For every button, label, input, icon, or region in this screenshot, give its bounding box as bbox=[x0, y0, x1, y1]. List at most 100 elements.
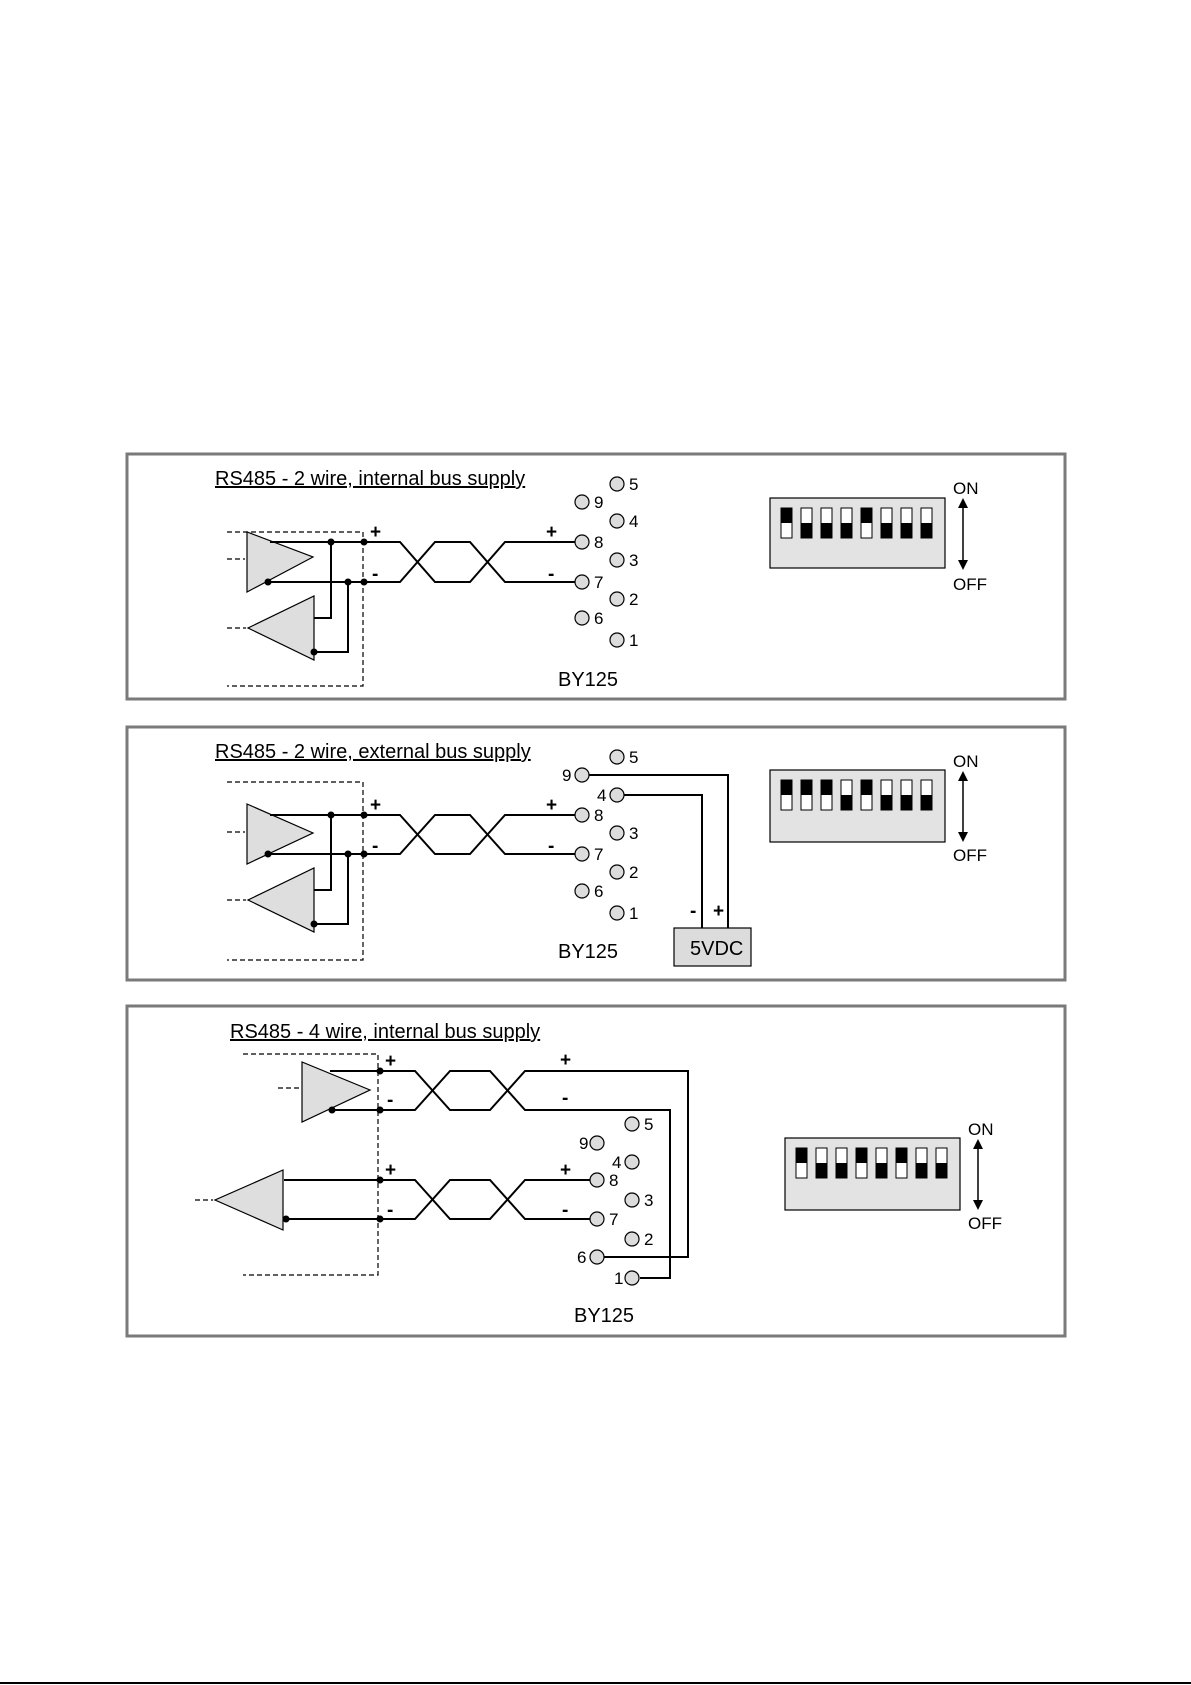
device-label: BY125 bbox=[558, 941, 618, 963]
dip-off-label: OFF bbox=[953, 575, 987, 594]
pin-label: 1 bbox=[629, 631, 638, 650]
power-supply-label: 5VDC bbox=[690, 938, 743, 960]
pin-4 bbox=[610, 788, 624, 802]
dip-switch-8-knob bbox=[921, 523, 932, 538]
dip-switch bbox=[785, 1138, 960, 1210]
pin-5 bbox=[610, 477, 624, 491]
panel-title: RS485 - 4 wire, internal bus supply bbox=[230, 1021, 540, 1043]
dip-on-label: ON bbox=[968, 1120, 994, 1139]
plus-sign: + bbox=[546, 795, 557, 816]
pin-1 bbox=[610, 906, 624, 920]
plus-sign: + bbox=[370, 795, 381, 816]
device-label: BY125 bbox=[574, 1305, 634, 1327]
dip-switch-8-knob bbox=[936, 1163, 947, 1178]
pin-label: 9 bbox=[594, 493, 603, 512]
device-label: BY125 bbox=[558, 669, 618, 691]
pin-label: 1 bbox=[629, 904, 638, 923]
dip-switch-5-knob bbox=[861, 508, 872, 523]
dip-switch-8-knob bbox=[921, 795, 932, 810]
pin-9 bbox=[575, 495, 589, 509]
minus-sign: - bbox=[548, 836, 554, 857]
dip-switch-body bbox=[770, 498, 945, 568]
minus-sign: - bbox=[372, 564, 378, 585]
pin-label: 9 bbox=[579, 1134, 588, 1153]
panel-title: RS485 - 2 wire, external bus supply bbox=[215, 741, 531, 763]
dip-switch-1-knob bbox=[796, 1148, 807, 1163]
pin-8 bbox=[575, 535, 589, 549]
pin-label: 5 bbox=[644, 1115, 653, 1134]
pin-label: 5 bbox=[629, 475, 638, 494]
dip-switch-1-knob bbox=[781, 508, 792, 523]
minus-sign: - bbox=[387, 1200, 393, 1221]
dip-switch bbox=[770, 770, 945, 842]
pin-8 bbox=[575, 808, 589, 822]
panel-2wire-external: RS485 - 2 wire, external bus supply + - … bbox=[127, 727, 1065, 980]
dip-switch-5-knob bbox=[861, 780, 872, 795]
pin-2 bbox=[610, 865, 624, 879]
dip-switch-6-knob bbox=[881, 523, 892, 538]
pin-label: 7 bbox=[594, 845, 603, 864]
dip-switch-4-knob bbox=[841, 523, 852, 538]
dip-switch-2-knob bbox=[801, 780, 812, 795]
pin-7 bbox=[575, 575, 589, 589]
dip-switch-6-knob bbox=[896, 1148, 907, 1163]
panel-2wire-internal: RS485 - 2 wire, internal bus supply + - … bbox=[127, 454, 1065, 699]
plus-sign: + bbox=[560, 1050, 571, 1071]
pin-3 bbox=[625, 1193, 639, 1207]
dip-switch-1-knob bbox=[781, 780, 792, 795]
dip-switch-body bbox=[770, 770, 945, 842]
dip-switch-7-knob bbox=[901, 795, 912, 810]
minus-sign: - bbox=[372, 836, 378, 857]
pin-2 bbox=[610, 592, 624, 606]
pin-4 bbox=[625, 1155, 639, 1169]
pin-5 bbox=[625, 1117, 639, 1131]
pin-label: 7 bbox=[594, 573, 603, 592]
dip-switch-2-knob bbox=[816, 1163, 827, 1178]
pin-label: 3 bbox=[644, 1191, 653, 1210]
pin-7 bbox=[575, 847, 589, 861]
dip-switch-6-knob bbox=[881, 795, 892, 810]
dip-on-label: ON bbox=[953, 479, 979, 498]
dip-off-label: OFF bbox=[953, 846, 987, 865]
pin-label: 3 bbox=[629, 551, 638, 570]
dip-switch-7-knob bbox=[901, 523, 912, 538]
plus-sign: + bbox=[546, 522, 557, 543]
pin-1 bbox=[625, 1271, 639, 1285]
pin-6 bbox=[590, 1250, 604, 1264]
pin-label: 6 bbox=[594, 882, 603, 901]
pin-label: 4 bbox=[612, 1153, 621, 1172]
pin-7 bbox=[590, 1212, 604, 1226]
dip-switch-3-knob bbox=[821, 523, 832, 538]
pin-4 bbox=[610, 514, 624, 528]
pin-3 bbox=[610, 826, 624, 840]
pin-label: 7 bbox=[609, 1210, 618, 1229]
pin-6 bbox=[575, 884, 589, 898]
pin-label: 5 bbox=[629, 748, 638, 767]
pin-9 bbox=[590, 1136, 604, 1150]
pin-9 bbox=[575, 768, 589, 782]
dip-switch-5-knob bbox=[876, 1163, 887, 1178]
pin-3 bbox=[610, 553, 624, 567]
dip-off-label: OFF bbox=[968, 1214, 1002, 1233]
dip-switch-4-knob bbox=[856, 1148, 867, 1163]
pin-label: 8 bbox=[609, 1171, 618, 1190]
minus-sign: - bbox=[387, 1090, 393, 1111]
plus-sign: + bbox=[560, 1160, 571, 1181]
pin-label: 4 bbox=[629, 512, 638, 531]
minus-sign: - bbox=[548, 564, 554, 585]
pin-label: 8 bbox=[594, 806, 603, 825]
pin-2 bbox=[625, 1232, 639, 1246]
pin-label: 4 bbox=[597, 786, 606, 805]
dip-switch-4-knob bbox=[841, 795, 852, 810]
psu-minus-sign: - bbox=[690, 901, 696, 922]
minus-sign: - bbox=[562, 1088, 568, 1109]
pin-label: 2 bbox=[629, 590, 638, 609]
plus-sign: + bbox=[385, 1051, 396, 1072]
pin-label: 2 bbox=[644, 1230, 653, 1249]
pin-label: 6 bbox=[577, 1248, 586, 1267]
dip-on-label: ON bbox=[953, 752, 979, 771]
dip-switch-3-knob bbox=[821, 780, 832, 795]
pin-label: 1 bbox=[614, 1269, 623, 1288]
plus-sign: + bbox=[370, 522, 381, 543]
